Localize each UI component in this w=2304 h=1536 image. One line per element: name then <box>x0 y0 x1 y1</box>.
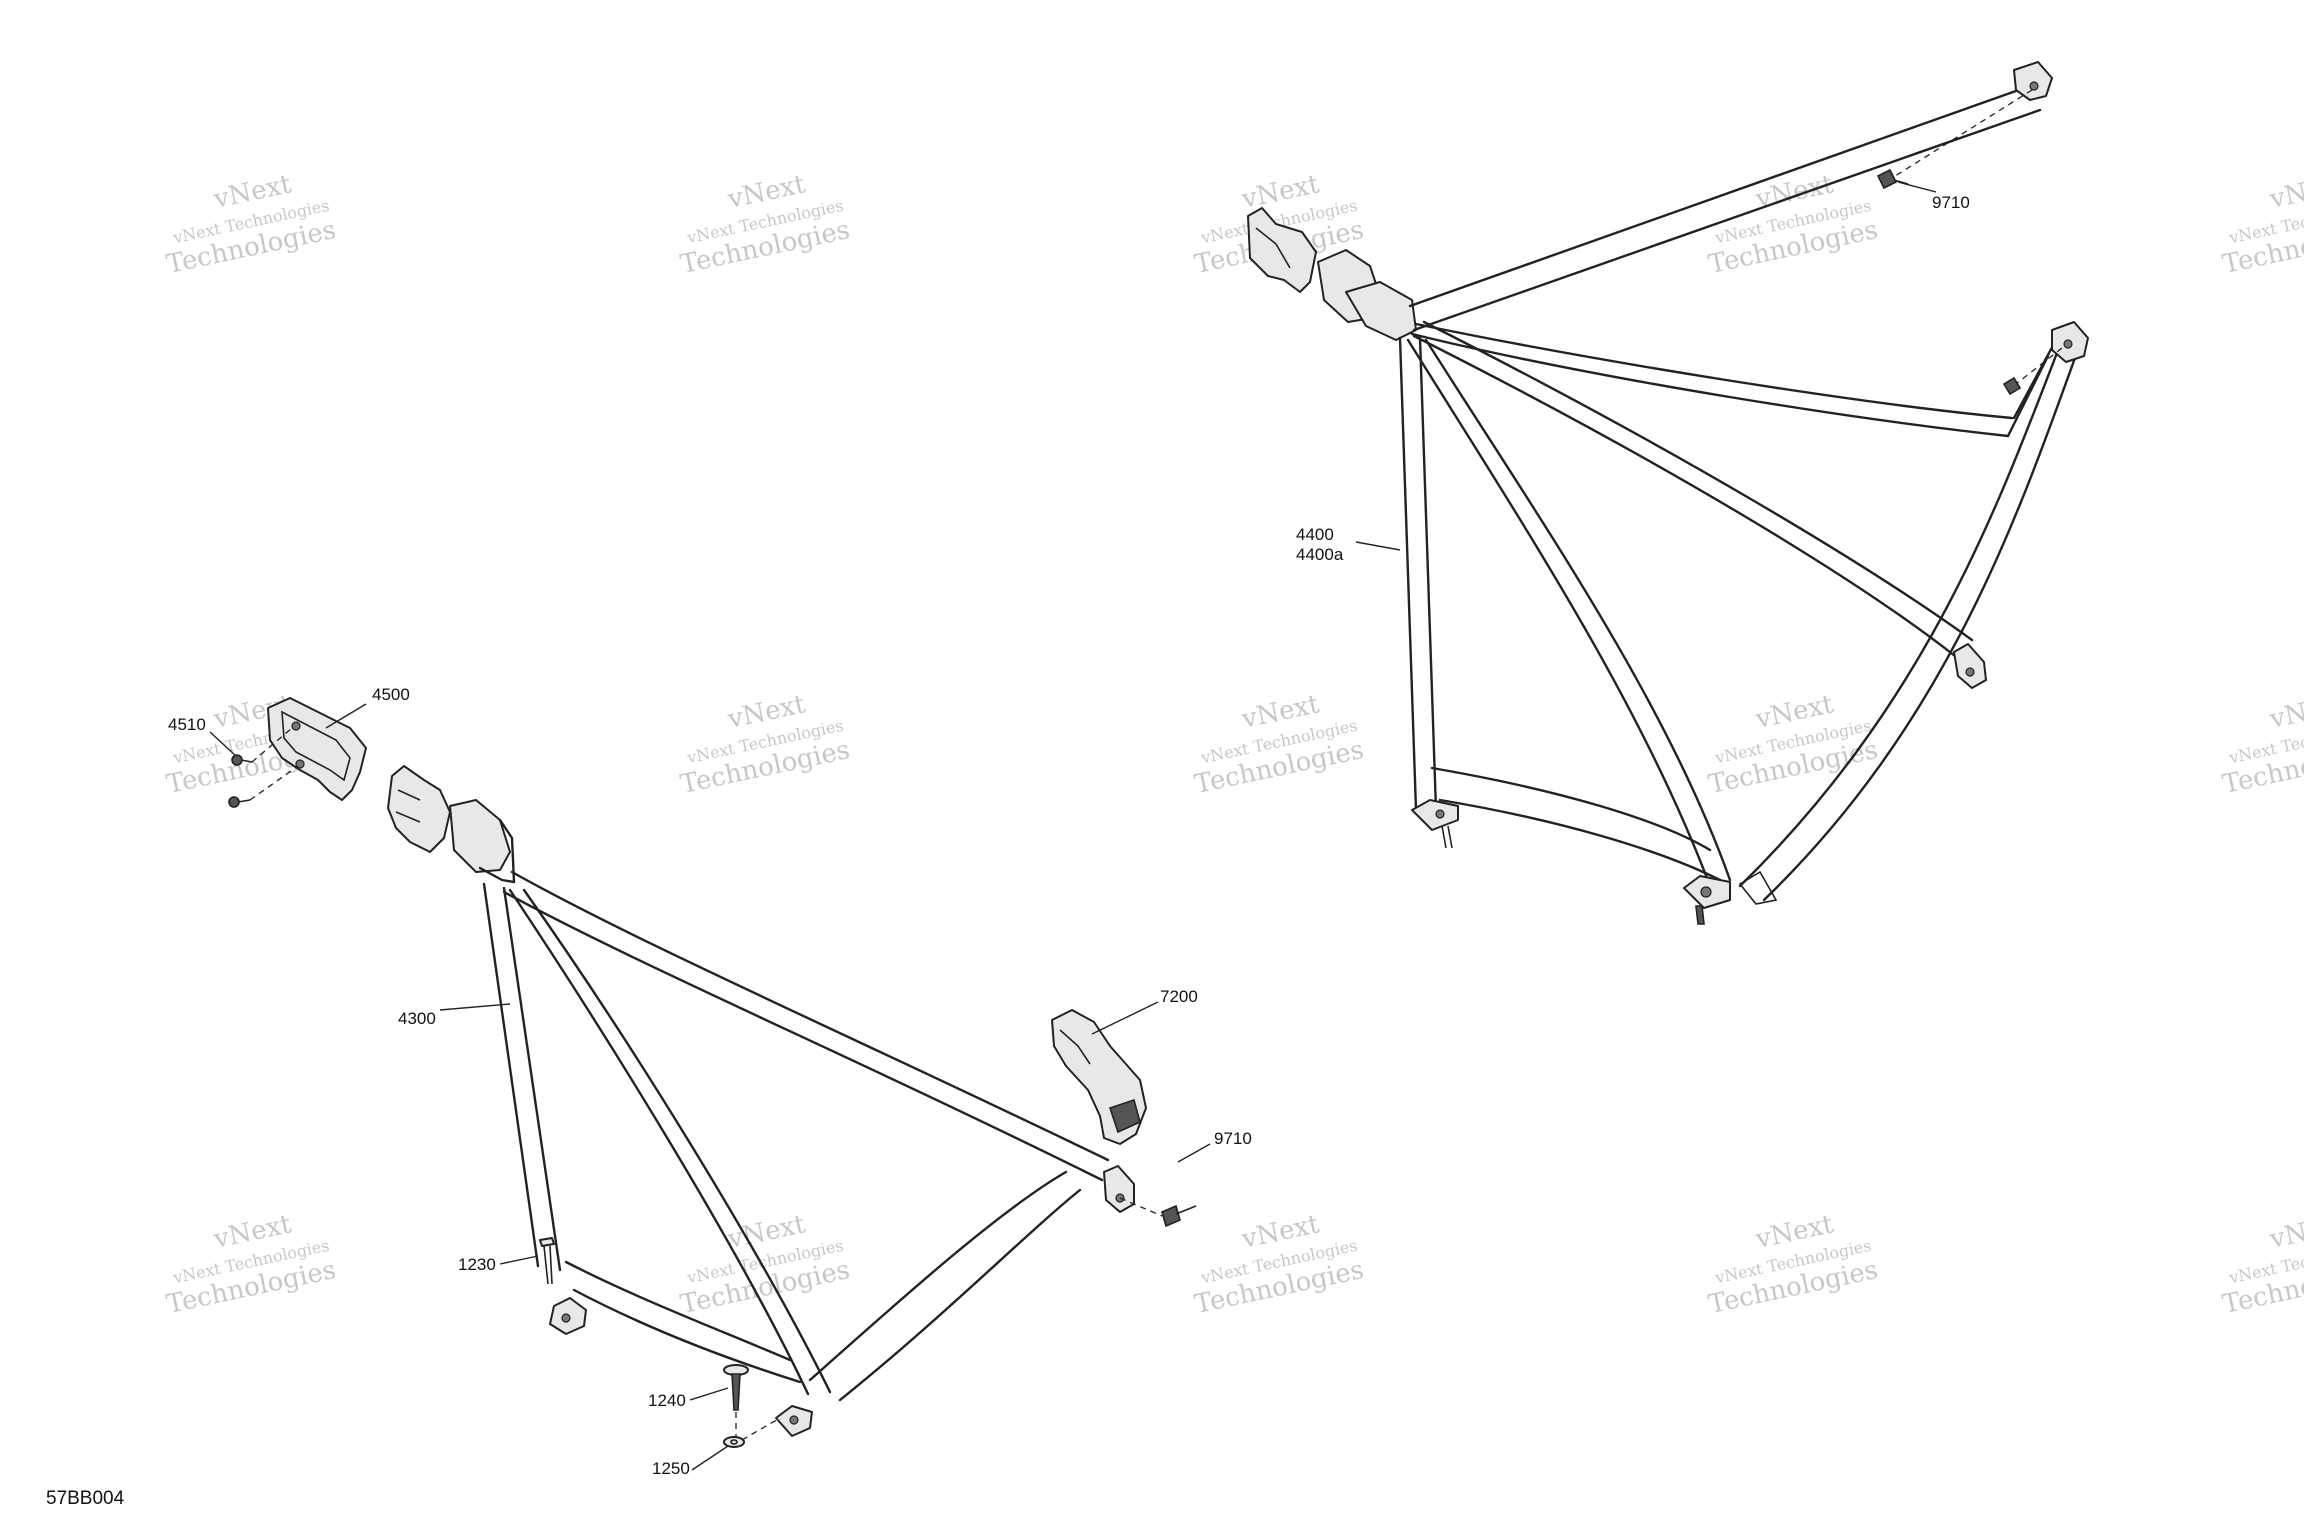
callout-4500: 4500 <box>372 685 410 704</box>
callout-labels: 4500 4510 4300 7200 9710 1230 1240 1250 … <box>46 193 1970 1509</box>
washer-1250 <box>723 1417 781 1448</box>
callout-9710-left: 9710 <box>1214 1129 1252 1148</box>
callout-7200: 7200 <box>1160 987 1198 1006</box>
anchor-floor-right <box>1683 875 1731 925</box>
anchor-mid-right <box>2002 321 2089 396</box>
callout-4300: 4300 <box>398 1009 436 1028</box>
left-harness-assembly <box>209 697 1211 1471</box>
bolt-9710-top <box>1876 168 1909 190</box>
bolt-1230 <box>539 1237 555 1285</box>
buckle-tongue-upper <box>1247 207 1417 341</box>
anchor-right-9710 <box>1103 1165 1197 1228</box>
buckle-tongue <box>387 765 511 873</box>
callout-4400a: 4400a <box>1296 545 1344 564</box>
anchor-floor-left <box>1411 799 1459 849</box>
callout-1250: 1250 <box>652 1459 690 1478</box>
watermark-text: vNext <box>2266 169 2304 215</box>
watermark-text: vNext <box>2266 689 2304 735</box>
diagram-code: 57BB004 <box>46 1488 125 1509</box>
anchor-left-floor <box>549 1297 587 1335</box>
callout-4510: 4510 <box>168 715 206 734</box>
anchor-top-right <box>1891 61 2053 179</box>
buckle-housing-7200 <box>1051 1009 1147 1145</box>
callout-4400: 4400 <box>1296 525 1334 544</box>
watermark-text: vNext <box>2266 1209 2304 1255</box>
right-harness-assembly <box>1247 61 2089 925</box>
strap-4300 <box>478 818 1110 1402</box>
callout-1230: 1230 <box>458 1255 496 1274</box>
strap-4400 <box>1398 84 2082 905</box>
screws-4510 <box>228 727 299 808</box>
anchor-lower-right <box>1953 643 1987 689</box>
callout-9710-right: 9710 <box>1932 193 1970 212</box>
anchor-bottom <box>775 1405 813 1437</box>
bolt-1240 <box>723 1364 749 1440</box>
callout-1240: 1240 <box>648 1391 686 1410</box>
